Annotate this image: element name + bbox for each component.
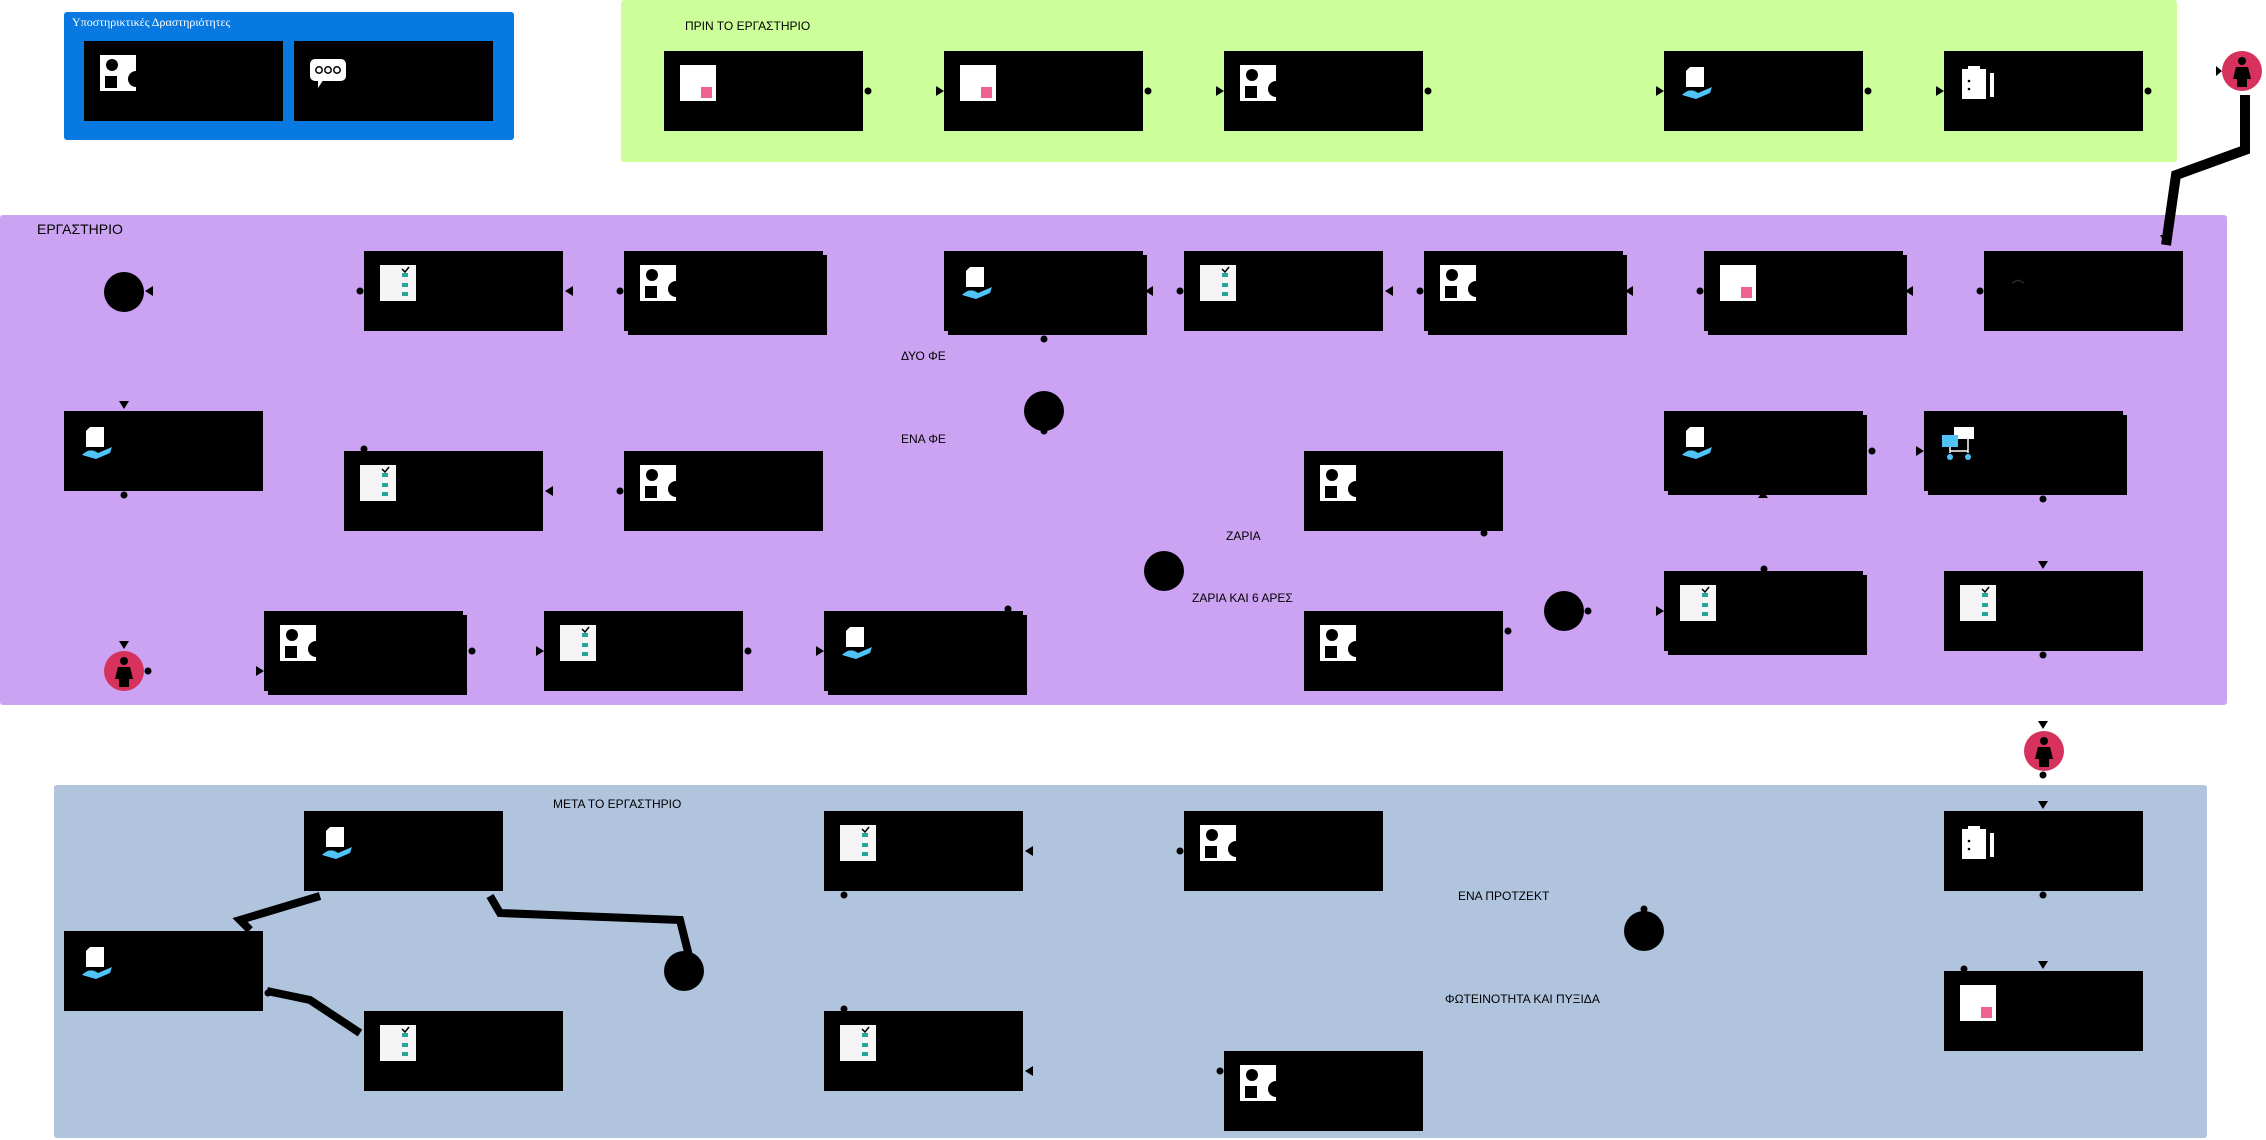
support-task-2[interactable] <box>294 41 493 121</box>
checklist-icon <box>560 625 596 661</box>
workshop-task-r1-7[interactable] <box>1984 251 2183 331</box>
workshop-task-r3-2[interactable] <box>544 611 743 691</box>
after-task-8[interactable] <box>1944 811 2143 891</box>
workshop-task-r3-6[interactable] <box>1944 571 2143 651</box>
chat-bubble-icon <box>310 59 346 88</box>
document-hand-icon <box>1682 67 1712 99</box>
after-task-1[interactable] <box>304 811 503 891</box>
after-task-9[interactable] <box>1944 971 2143 1051</box>
gateway-1 <box>1024 391 1064 431</box>
support-task-1[interactable] <box>84 41 283 121</box>
shapes-icon <box>1240 65 1276 101</box>
support-lane-title: Υποστηρικτικές Δραστηριότητες <box>72 15 231 29</box>
workshop-task-r1-4[interactable] <box>1184 251 1383 331</box>
clipboard-icon <box>1962 826 1994 859</box>
workshop-task-r3-4[interactable] <box>1304 611 1503 691</box>
after-task-7[interactable] <box>1224 1051 1423 1131</box>
workshop-task-r3-5[interactable] <box>1664 571 1863 651</box>
before-task-4[interactable] <box>1664 51 1863 131</box>
shapes-icon <box>100 55 136 91</box>
workshop-task-r1-6[interactable] <box>1704 251 1903 331</box>
workshop-task-r1-3[interactable] <box>944 251 1143 331</box>
person-start <box>2222 51 2262 91</box>
workshop-lane-title: ΕΡΓΑΣΤΗΡΙΟ <box>37 221 123 237</box>
after-task-5[interactable] <box>824 1011 1023 1091</box>
shapes-icon <box>640 465 676 501</box>
network-icon <box>1942 427 1974 460</box>
workshop-task-r2-5[interactable] <box>1664 411 1863 491</box>
shapes-icon <box>1240 1065 1276 1101</box>
after-lane-title: ΜΕΤΑ ΤΟ ΕΡΓΑΣΤΗΡΙΟ <box>553 797 682 811</box>
person-icon <box>2035 737 2053 767</box>
workshop-task-r2-6[interactable] <box>1924 411 2123 491</box>
after-task-6[interactable] <box>1184 811 1383 891</box>
person-workshop-start <box>104 651 144 691</box>
code-icon <box>2011 279 2025 284</box>
person-after-start <box>2024 731 2064 771</box>
checklist-icon <box>840 825 876 861</box>
workshop-task-r1-1[interactable] <box>364 251 563 331</box>
shapes-icon <box>640 265 676 301</box>
workshop-task-r2-4[interactable] <box>1304 451 1503 531</box>
after-task-2[interactable] <box>64 931 263 1011</box>
checklist-icon <box>1680 585 1716 621</box>
shapes-icon <box>1320 625 1356 661</box>
gateway-2 <box>1144 551 1184 591</box>
person-icon <box>2233 57 2251 87</box>
checklist-icon <box>380 265 416 301</box>
checklist-icon <box>1200 265 1236 301</box>
document-hand-icon <box>1682 427 1712 459</box>
label-zaria: ΖΑΡΙΑ <box>1226 529 1261 543</box>
checklist-icon <box>840 1025 876 1061</box>
blank-page-icon <box>680 65 716 101</box>
workshop-task-r3-1[interactable] <box>264 611 463 691</box>
workshop-task-r2-1[interactable] <box>64 411 263 491</box>
after-task-3[interactable] <box>364 1011 563 1091</box>
before-task-5[interactable] <box>1944 51 2143 131</box>
shapes-icon <box>1200 825 1236 861</box>
end-event-1 <box>104 272 144 312</box>
workshop-task-r2-2[interactable] <box>344 451 543 531</box>
checklist-icon <box>1960 585 1996 621</box>
before-lane-title: ΠΡΙΝ ΤΟ ΕΡΓΑΣΤΗΡΙΟ <box>685 19 811 33</box>
shapes-icon <box>280 625 316 661</box>
workshop-task-r2-3[interactable] <box>624 451 823 531</box>
document-hand-icon <box>842 627 872 659</box>
gateway-5 <box>1624 911 1664 951</box>
blank-page-icon <box>1960 985 1996 1021</box>
document-hand-icon <box>82 947 112 979</box>
person-icon <box>115 657 133 687</box>
workshop-task-r1-5[interactable] <box>1424 251 1623 331</box>
workshop-task-r1-2[interactable] <box>624 251 823 331</box>
gateway-3 <box>1544 591 1584 631</box>
document-hand-icon <box>322 827 352 859</box>
label-ena-project: ΕΝΑ ΠΡΟΤΖΕΚΤ <box>1458 889 1550 903</box>
clipboard-icon <box>1962 66 1994 99</box>
blank-page-icon <box>1720 265 1756 301</box>
label-dyo-fe: ΔΥΟ ΦΕ <box>901 349 946 363</box>
checklist-icon <box>360 465 396 501</box>
label-fotinotita: ΦΩΤΕΙΝΟΤΗΤΑ ΚΑΙ ΠΥΞΙΔΑ <box>1445 992 1600 1006</box>
before-task-3[interactable] <box>1224 51 1423 131</box>
document-hand-icon <box>82 427 112 459</box>
document-hand-icon <box>962 267 992 299</box>
shapes-icon <box>1440 265 1476 301</box>
label-zaria-6: ΖΑΡΙΑ ΚΑΙ 6 ΑΡΕΣ <box>1192 591 1293 605</box>
checklist-icon <box>380 1025 416 1061</box>
gateway-4 <box>664 951 704 991</box>
blank-page-icon <box>960 65 996 101</box>
before-task-2[interactable] <box>944 51 1143 131</box>
label-ena-fe: ΕΝΑ ΦΕ <box>901 432 946 446</box>
shapes-icon <box>1320 465 1356 501</box>
after-task-4[interactable] <box>824 811 1023 891</box>
workshop-task-r3-3[interactable] <box>824 611 1023 691</box>
before-task-1[interactable] <box>664 51 863 131</box>
